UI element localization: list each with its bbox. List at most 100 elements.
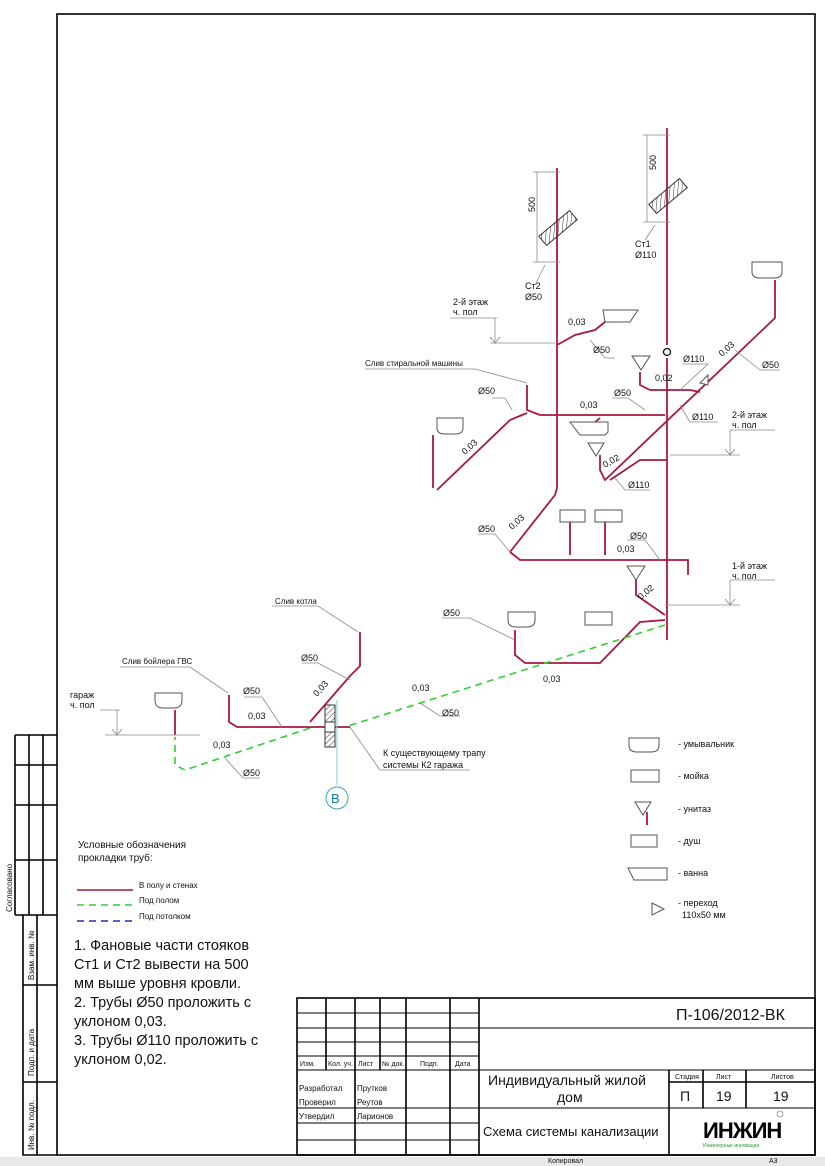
- axis-label: В: [331, 791, 340, 806]
- floor1-label: 1-й этаж: [732, 561, 767, 571]
- riser-st1-name: Ст1: [635, 239, 651, 249]
- dhw-boiler-drain-label: Слив бойлера ГВС: [122, 657, 193, 666]
- diameter-label: Ø50: [478, 524, 495, 534]
- header-date: Дата: [455, 1061, 471, 1068]
- note-line: уклоном 0,03.: [74, 1014, 167, 1030]
- reducer-fixture: [699, 373, 709, 386]
- slope-label: 0,03: [717, 339, 737, 358]
- pipe-annotations: Слив стиральной машины Слив котла Слив б…: [120, 317, 780, 779]
- note-line: Ст1 и Ст2 вывести на 500: [74, 957, 249, 973]
- fixture-legend: - умывальник - мойка - унитаз - душ - ва…: [627, 737, 734, 920]
- stage-value: П: [680, 1088, 690, 1104]
- diameter-label: Ø50: [443, 608, 460, 618]
- company-logo: ИНЖИН Инженерные инновации: [700, 1110, 784, 1152]
- dim-500-st2: 500: [527, 197, 537, 212]
- shower-fixture: [584, 611, 613, 626]
- riser-st2: 500 Ст2 Ø50: [525, 168, 578, 488]
- logo-text: ИНЖИН: [703, 1118, 781, 1143]
- logo-subtitle: Инженерные инновации: [703, 1143, 759, 1149]
- riser-st2-name: Ст2: [525, 281, 541, 291]
- role-checked: Проверил: [299, 1098, 336, 1107]
- pipe-legend-title: Условные обозначения: [78, 839, 186, 851]
- garage-level-label: гараж: [70, 690, 94, 700]
- header-count: Кол. уч.: [328, 1061, 353, 1068]
- side-stamp-sign-date: Подп. и дата: [27, 1028, 36, 1076]
- diameter-label: Ø50: [614, 388, 631, 398]
- legend-in-floor: В полу и стенах: [139, 881, 198, 890]
- project-name-2: дом: [557, 1089, 583, 1105]
- diameter-label: Ø50: [243, 686, 260, 696]
- legend-washbasin: - умывальник: [678, 739, 734, 749]
- existing-trap-sub: системы К2 гаража: [383, 760, 463, 770]
- copied-label: Копировал: [548, 1158, 583, 1165]
- legend-shower: - душ: [678, 836, 700, 846]
- diameter-label: Ø50: [593, 345, 610, 355]
- slope-label: 0,03: [507, 512, 527, 531]
- document-code: П-106/2012-ВК: [676, 1007, 786, 1024]
- header-sign: Подп.: [420, 1061, 439, 1068]
- floor2-right-label: 2-й этаж: [732, 410, 767, 420]
- title-block: Изм. Кол. уч. Лист № док. Подп. Дата Раз…: [296, 997, 816, 1165]
- garage-level-sub: ч. пол: [70, 700, 95, 710]
- diameter-label: Ø50: [630, 531, 647, 541]
- slope-label: 0,03: [213, 740, 231, 750]
- pipes-garage: В: [154, 624, 666, 810]
- notes: 1. Фановые части стояков Ст1 и Ст2 вывес…: [74, 938, 258, 1068]
- bathtub-fixture: [568, 421, 609, 436]
- legend-under-ceiling: Под потолком: [139, 912, 191, 921]
- floor1-sub: ч. пол: [732, 571, 757, 581]
- sheets-label: Листов: [771, 1074, 794, 1081]
- name-approved: Ларионов: [357, 1112, 393, 1121]
- slope-label: 0,03: [568, 317, 586, 327]
- project-name: Индивидуальный жилой: [488, 1072, 646, 1088]
- diameter-label: Ø110: [628, 480, 649, 490]
- slope-label: 0,02: [655, 373, 673, 383]
- legend-bathtub: - ванна: [678, 868, 708, 878]
- washbasin-fixture: [507, 611, 536, 628]
- riser-st2-diameter: Ø50: [525, 292, 542, 302]
- washbasin-icon: [628, 737, 660, 753]
- pipes-floor2: [432, 261, 783, 491]
- slope-label: 0,03: [543, 674, 561, 684]
- riser-st1: 500 Ст1 Ø110: [635, 128, 688, 640]
- pipe-legend: Условные обозначения прокладки труб: В п…: [77, 839, 198, 922]
- bathtub-fixture: [602, 309, 639, 323]
- slope-label: 0,02: [636, 583, 656, 602]
- side-stamp-replaced-inv: Взам. инв. №: [27, 930, 36, 980]
- shower-icon: [630, 834, 658, 848]
- note-line: 3. Трубы Ø110 проложить с: [74, 1033, 258, 1049]
- diameter-label: Ø50: [762, 360, 779, 370]
- toilet-fixture: [631, 355, 651, 371]
- header-change: Изм.: [300, 1061, 315, 1068]
- note-line: уклоном 0,02.: [74, 1052, 167, 1068]
- washbasin-fixture: [154, 692, 183, 709]
- sheet-value: 19: [716, 1088, 732, 1104]
- legend-sink: - мойка: [678, 771, 709, 781]
- legend-reducer: - переход: [678, 898, 718, 908]
- floor2-left-label: 2-й этаж: [453, 297, 488, 307]
- header-sheet: Лист: [358, 1061, 374, 1068]
- floor2-left-sub: ч. пол: [453, 307, 478, 317]
- riser-st1-diameter: Ø110: [635, 250, 656, 260]
- sheet-label: Лист: [716, 1074, 732, 1081]
- legend-toilet: - унитаз: [678, 804, 711, 814]
- stage-label: Стадия: [675, 1074, 699, 1081]
- level-marks: гараж ч. пол 2-й этаж ч. пол 2-й этаж ч.…: [70, 297, 775, 737]
- slope-label: 0,03: [580, 400, 598, 410]
- bathtub-icon: [627, 867, 668, 881]
- side-stamp-agreed: Согласовано: [5, 863, 14, 912]
- sink-fixture: [594, 509, 623, 523]
- legend-reducer-size: 110x50 мм: [682, 910, 726, 920]
- diameter-label: Ø50: [243, 768, 260, 778]
- role-approved: Утвердил: [299, 1112, 335, 1121]
- slope-label: 0,03: [248, 711, 266, 721]
- page-bottom-margin: [0, 1157, 825, 1166]
- sheet-title: Схема системы канализации: [483, 1124, 659, 1139]
- diameter-label: Ø50: [442, 708, 459, 718]
- note-line: 2. Трубы Ø50 проложить с: [74, 995, 251, 1011]
- role-developed: Разработал: [299, 1084, 343, 1093]
- diameter-label: Ø110: [683, 354, 704, 364]
- axis-marker: [325, 786, 349, 810]
- diameter-label: Ø110: [692, 412, 713, 422]
- reducer-icon: [651, 902, 666, 916]
